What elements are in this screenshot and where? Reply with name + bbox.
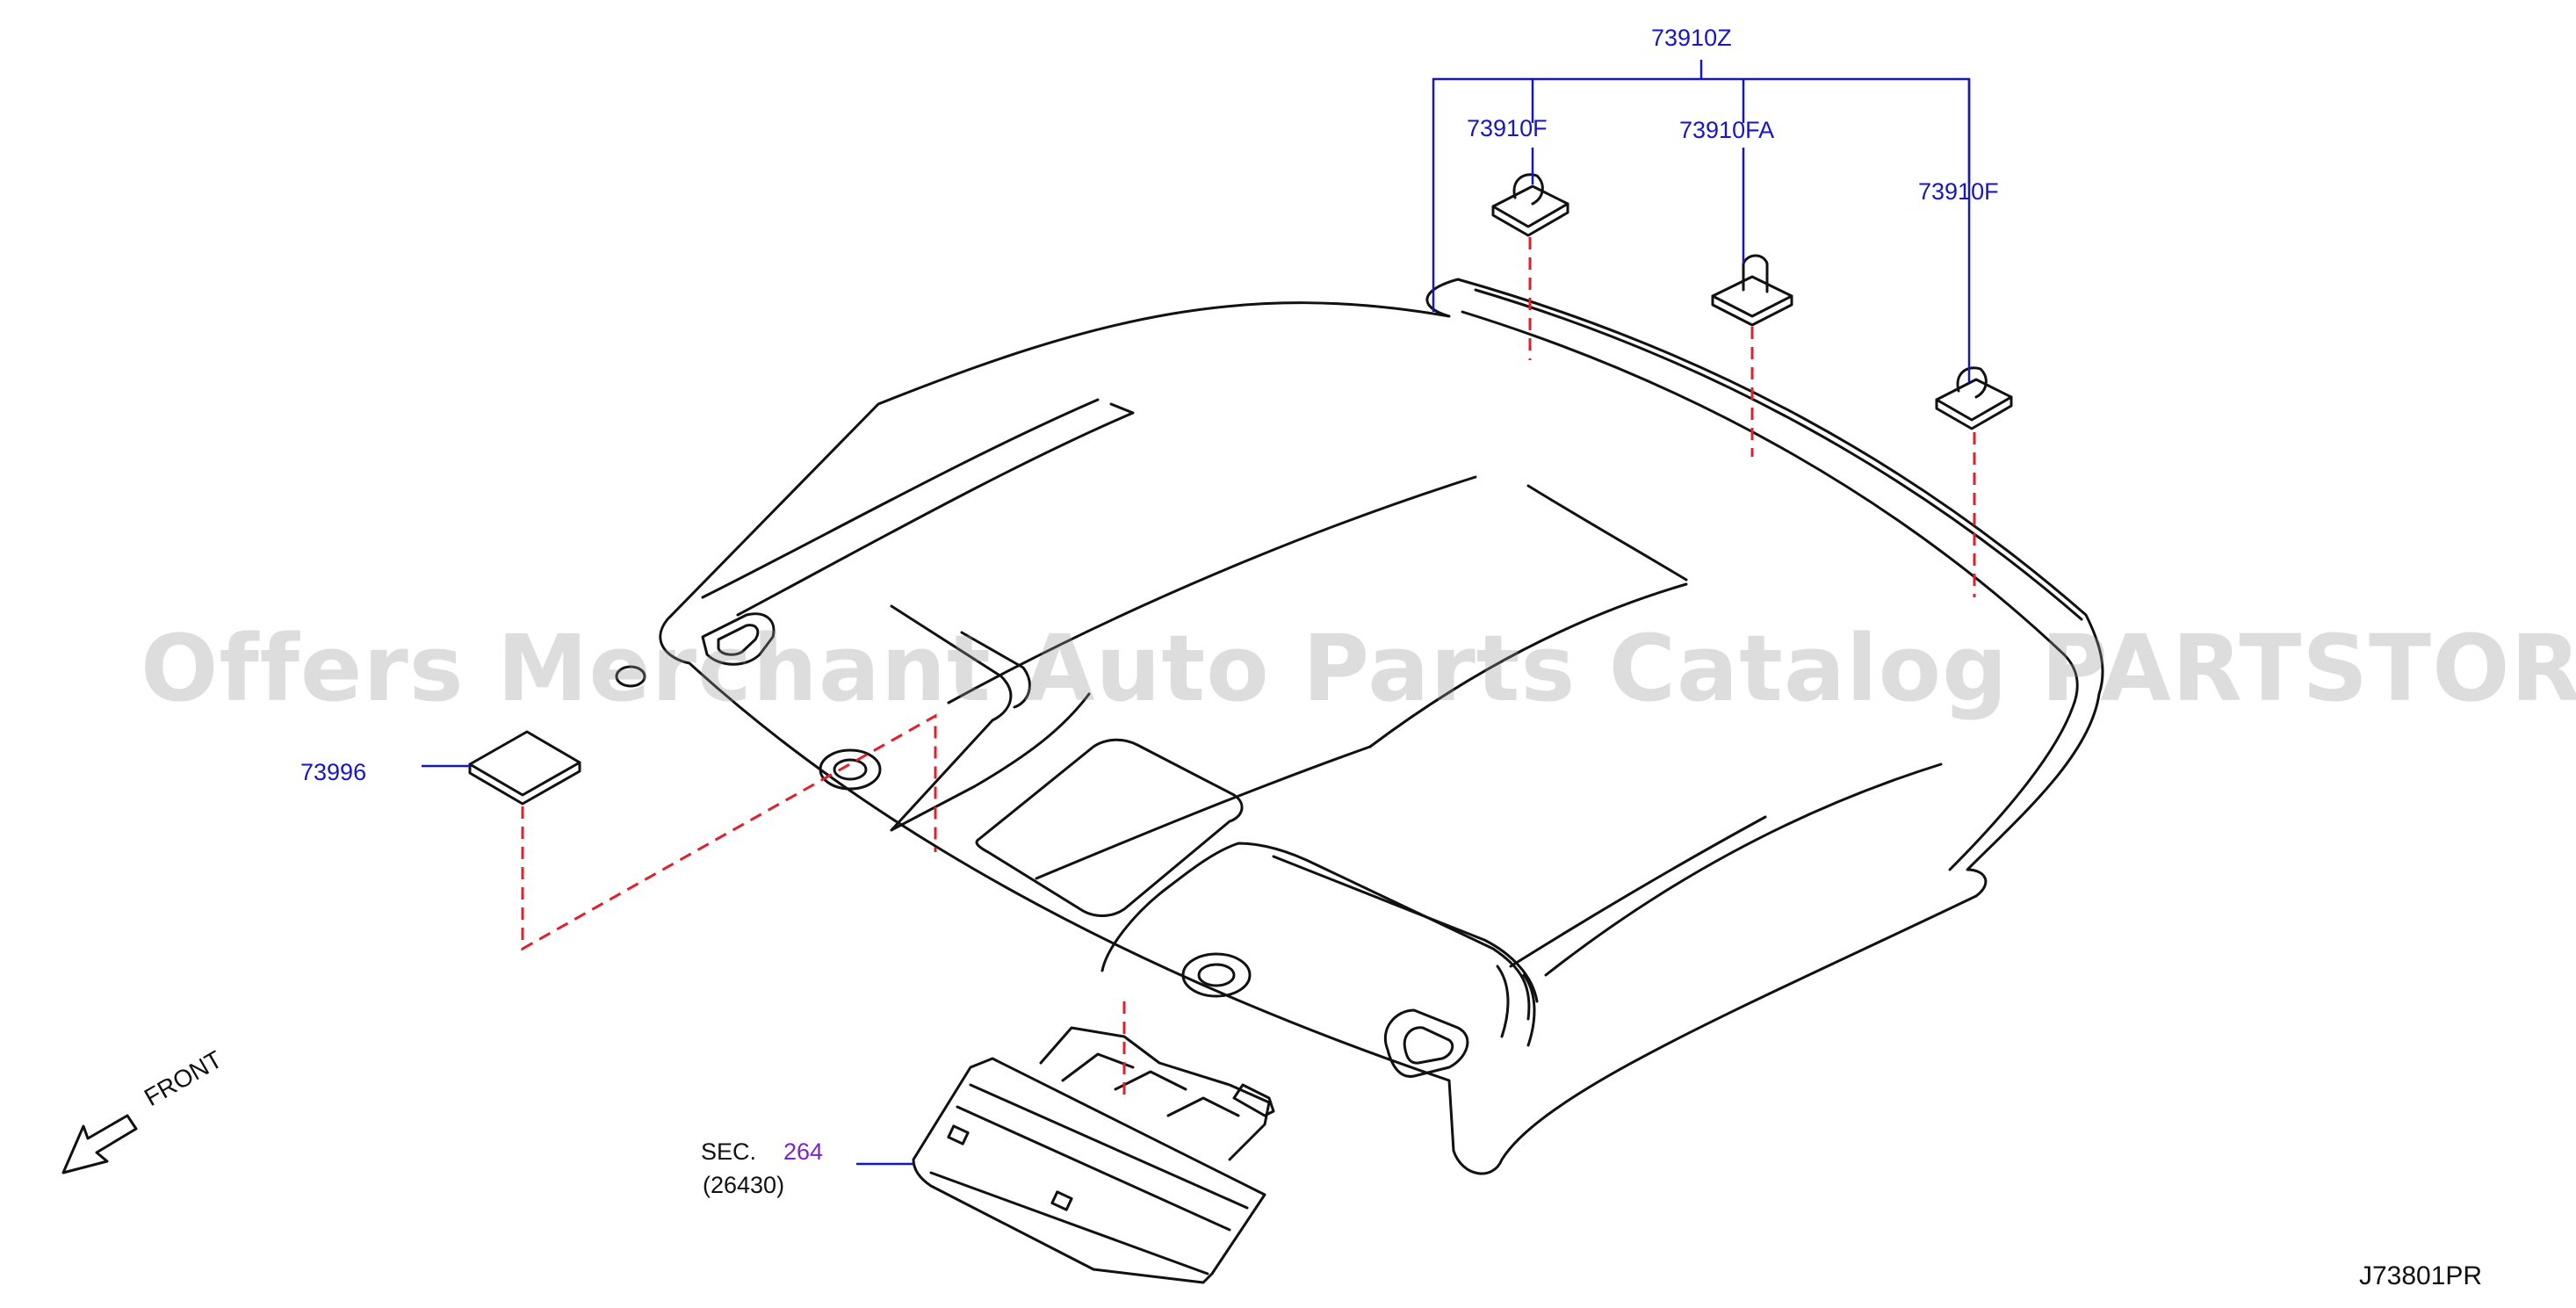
grommet-front [819,748,882,791]
install-line-pad [521,713,937,951]
clip-73910FA-center [1711,254,1793,327]
contour-line [947,475,1477,705]
diagram-id: J73801PR [2359,1261,2483,1290]
callout-73910Z[interactable]: 73910Z [1651,25,1732,51]
headlining-outline [659,278,2104,1175]
side-edge-strip [701,398,1100,599]
clip-73910F-right [1935,366,2013,430]
callout-73996[interactable]: 73996 [300,759,367,785]
grommet-rear [1181,952,1252,998]
callout-73910F-left[interactable]: 73910F [1467,115,1548,141]
watermark: Offers Merchant Auto Parts Catalog PARTS… [141,615,2576,722]
sec-prefix: SEC. [701,1138,757,1165]
grab-handle-rear [1383,1008,1469,1078]
pad-73996 [468,730,581,806]
map-lamp-assembly [912,1026,1275,1284]
rear-edge-strip-outer [1474,288,2083,621]
callout-73910F-right[interactable]: 73910F [1918,178,1999,205]
sec-number-link[interactable]: 264 [783,1138,824,1165]
light-opening [975,738,1244,917]
grab-handle-front [701,612,776,666]
clip-73910F-left [1491,173,1569,237]
callout-73910FA[interactable]: 73910FA [1679,117,1775,143]
front-arrow [61,1114,138,1174]
rear-lamp-pod [1100,842,1531,1021]
rear-edge-strip-inner [1461,310,2079,871]
console-recess [890,604,1091,832]
sec-part-number: (26430) [703,1172,785,1198]
